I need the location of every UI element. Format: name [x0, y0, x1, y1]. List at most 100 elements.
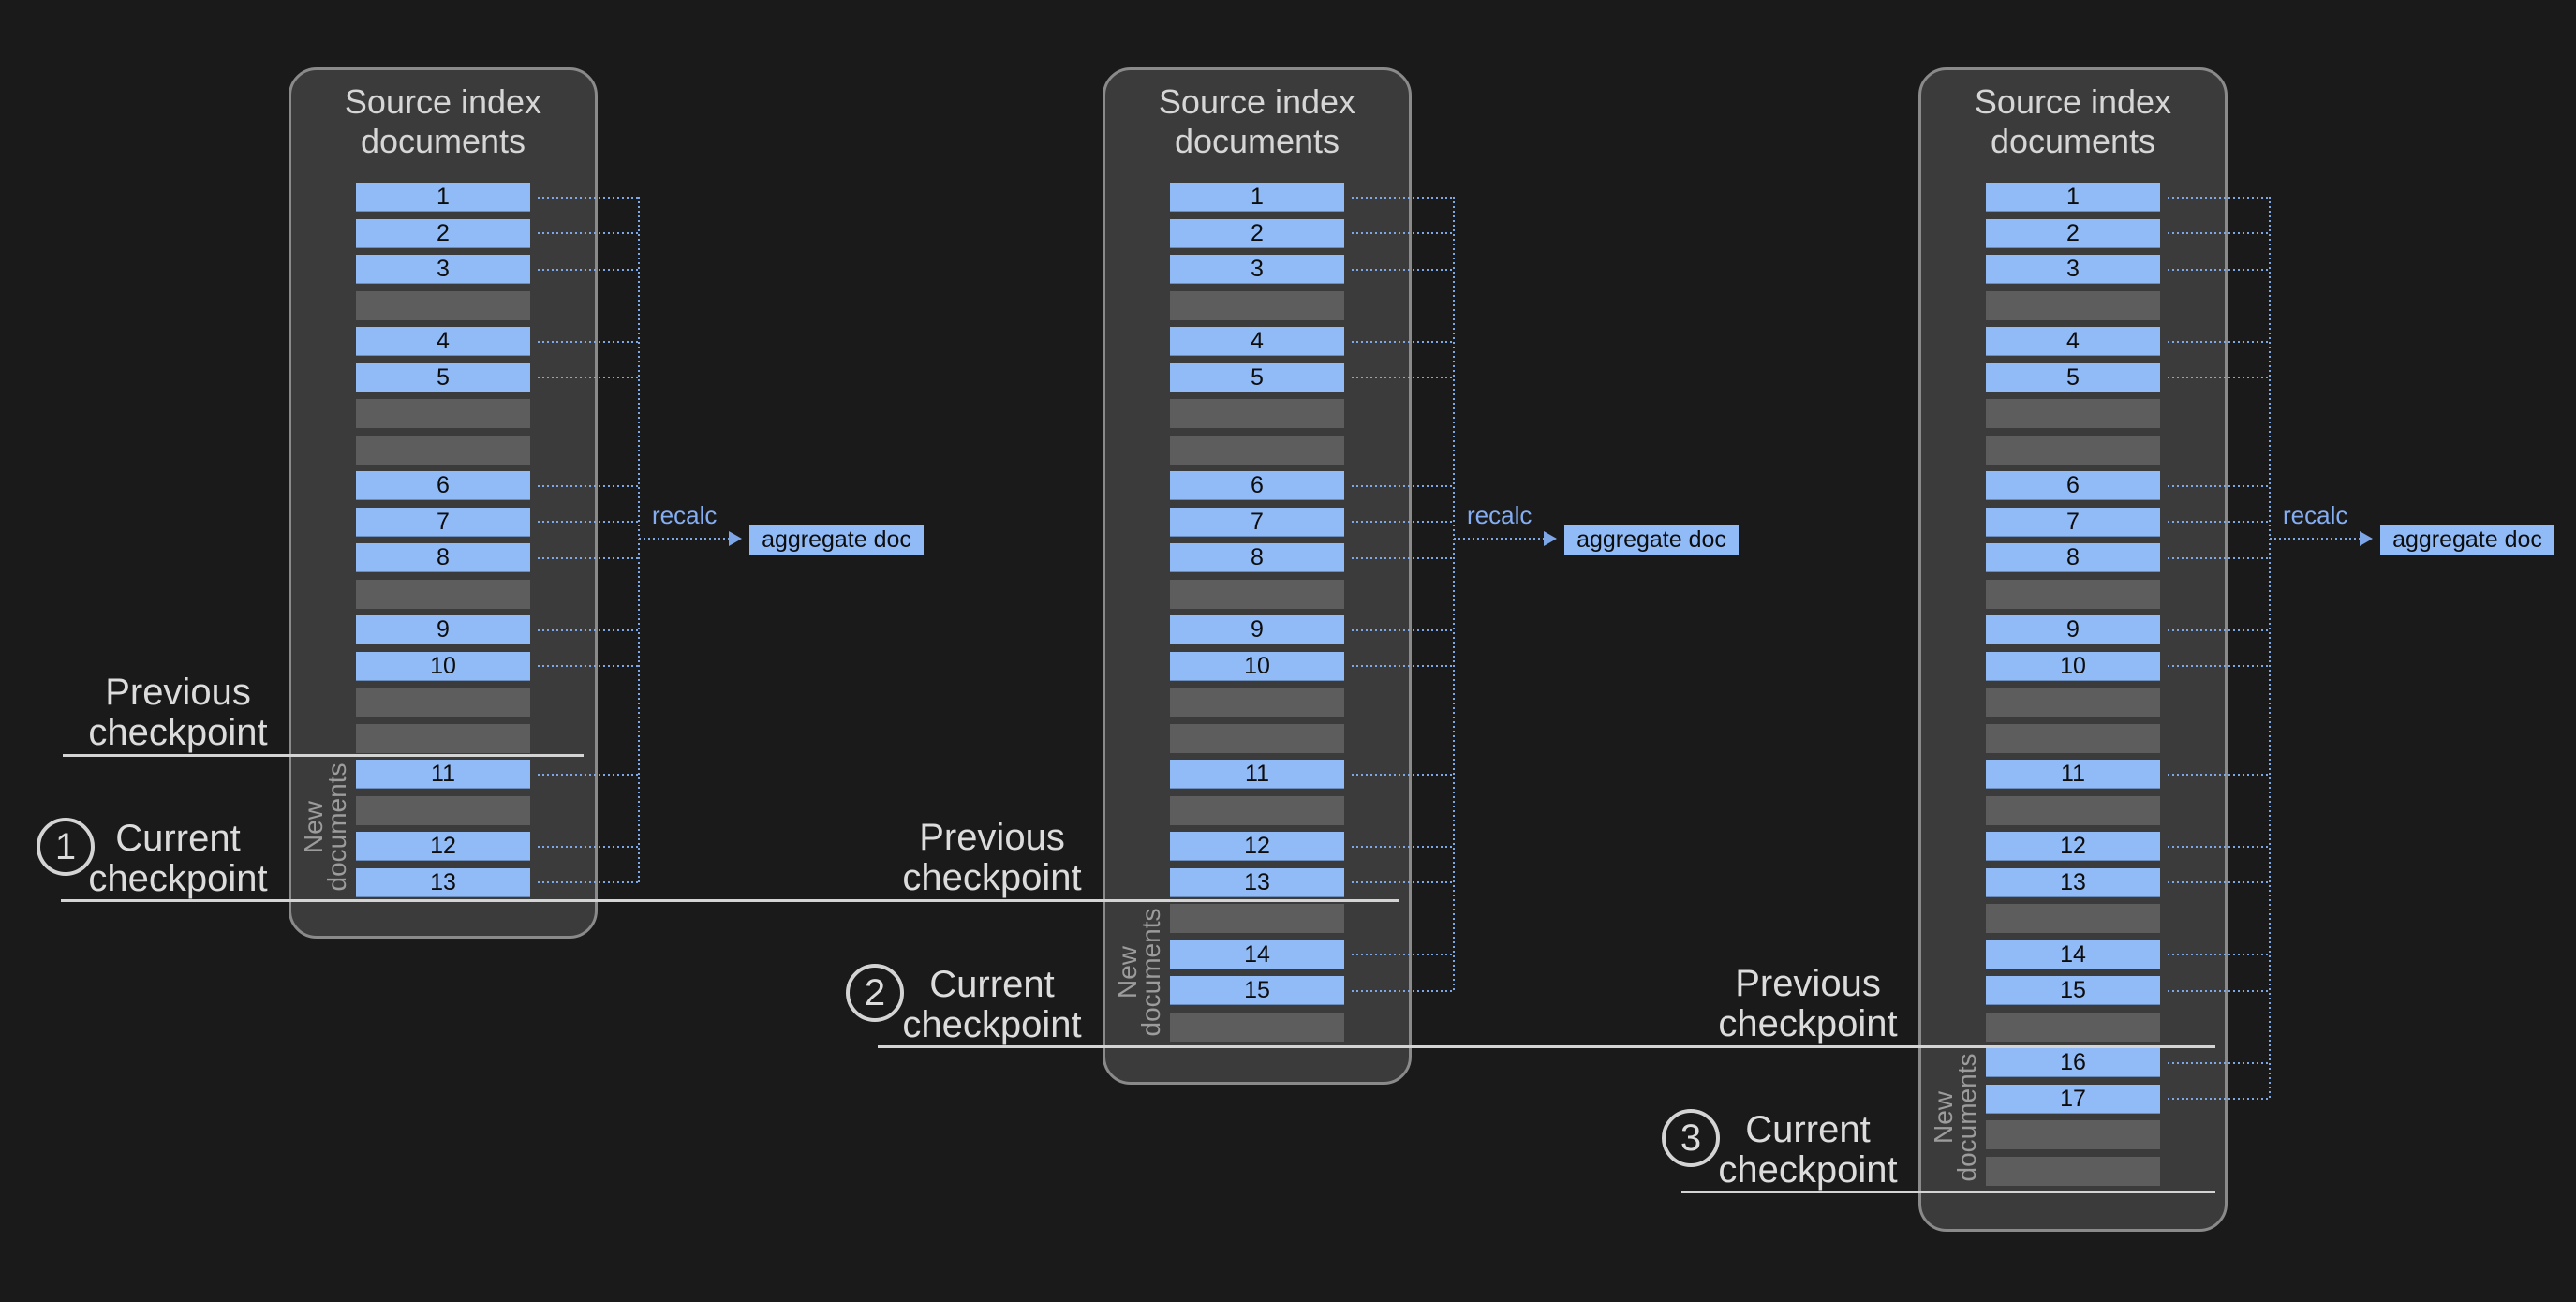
empty-row	[356, 688, 530, 717]
connector-bus-line	[638, 197, 640, 884]
empty-row	[1170, 579, 1344, 609]
step-number-badge-3: 3	[1662, 1109, 1720, 1167]
doc-row: 13	[1170, 867, 1344, 897]
doc-connector-line	[538, 521, 639, 523]
empty-row	[1170, 795, 1344, 825]
doc-connector-line	[2168, 269, 2270, 271]
recalc-arrow-line	[2270, 538, 2373, 540]
connector-bus-line	[1453, 197, 1455, 992]
doc-connector-line	[538, 269, 639, 271]
recalc-arrow-line	[639, 538, 742, 540]
doc-connector-line	[538, 557, 639, 559]
doc-row: 2	[1986, 218, 2160, 248]
recalc-label: recalc	[2283, 501, 2348, 529]
doc-row: 4	[1170, 327, 1344, 356]
doc-row: 1	[1986, 183, 2160, 212]
doc-connector-line	[538, 341, 639, 343]
doc-connector-line	[2168, 521, 2270, 523]
doc-connector-line	[2168, 990, 2270, 992]
current-checkpoint-label: Current checkpoint	[1718, 1109, 1898, 1191]
doc-connector-line	[1352, 665, 1454, 667]
doc-row: 8	[1170, 543, 1344, 572]
aggregate-doc-box: aggregate doc	[2380, 525, 2554, 555]
doc-row: 14	[1170, 940, 1344, 969]
doc-row: 4	[1986, 327, 2160, 356]
previous-checkpoint-label: Previous checkpoint	[1718, 963, 1898, 1044]
doc-connector-line	[1352, 774, 1454, 776]
aggregate-doc-box: aggregate doc	[1564, 525, 1739, 555]
doc-connector-line	[2168, 485, 2270, 487]
empty-row	[1986, 1120, 2160, 1149]
doc-connector-line	[2168, 881, 2270, 883]
doc-row: 15	[1170, 976, 1344, 1005]
empty-row	[1170, 904, 1344, 933]
new-documents-label: New documents	[1113, 908, 1165, 1037]
doc-connector-line	[1352, 846, 1454, 848]
doc-connector-line	[538, 377, 639, 378]
doc-row: 3	[356, 255, 530, 284]
doc-connector-line	[2168, 954, 2270, 955]
doc-row: 3	[1170, 255, 1344, 284]
checkpoint-line-current-1-previous-2	[61, 899, 1399, 902]
doc-connector-line	[1352, 485, 1454, 487]
current-checkpoint-label: Current checkpoint	[902, 964, 1082, 1045]
doc-connector-line	[538, 629, 639, 631]
doc-row: 12	[356, 832, 530, 861]
doc-row: 9	[1986, 615, 2160, 644]
panel-title: Source index documents	[1974, 82, 2172, 160]
doc-row: 12	[1170, 832, 1344, 861]
doc-row: 14	[1986, 940, 2160, 969]
doc-connector-line	[2168, 629, 2270, 631]
doc-row: 6	[356, 471, 530, 500]
doc-row: 6	[1170, 471, 1344, 500]
doc-row: 4	[356, 327, 530, 356]
previous-checkpoint-label: Previous checkpoint	[88, 672, 268, 753]
recalc-label: recalc	[1467, 501, 1532, 529]
checkpoint-line-current-3	[1681, 1191, 2215, 1193]
empty-row	[1986, 904, 2160, 933]
doc-row: 12	[1986, 832, 2160, 861]
empty-row	[1986, 795, 2160, 825]
empty-row	[1986, 399, 2160, 428]
doc-row: 6	[1986, 471, 2160, 500]
doc-connector-line	[2168, 197, 2270, 199]
doc-row: 11	[1986, 760, 2160, 789]
doc-connector-line	[538, 881, 639, 883]
aggregate-doc-box: aggregate doc	[749, 525, 924, 555]
new-documents-label: New documents	[1929, 1053, 1981, 1182]
doc-row: 11	[1170, 760, 1344, 789]
empty-row	[356, 290, 530, 320]
doc-connector-line	[538, 846, 639, 848]
doc-connector-line	[1352, 521, 1454, 523]
doc-row: 10	[356, 651, 530, 681]
doc-row: 8	[356, 543, 530, 572]
doc-connector-line	[538, 197, 639, 199]
doc-connector-line	[1352, 881, 1454, 883]
doc-row: 10	[1986, 651, 2160, 681]
empty-row	[1170, 688, 1344, 717]
doc-row: 8	[1986, 543, 2160, 572]
empty-row	[356, 579, 530, 609]
doc-connector-line	[2168, 1098, 2270, 1100]
doc-connector-line	[1352, 377, 1454, 378]
doc-row: 5	[1986, 362, 2160, 392]
empty-row	[356, 795, 530, 825]
empty-row	[1170, 399, 1344, 428]
doc-row: 9	[1170, 615, 1344, 644]
doc-connector-line	[1352, 990, 1454, 992]
doc-connector-line	[1352, 341, 1454, 343]
doc-connector-line	[538, 774, 639, 776]
doc-connector-line	[2168, 377, 2270, 378]
checkpoint-line-previous-1	[63, 754, 584, 757]
empty-row	[1986, 723, 2160, 753]
empty-row	[356, 399, 530, 428]
recalc-arrow-line	[1454, 538, 1557, 540]
doc-row: 10	[1170, 651, 1344, 681]
doc-connector-line	[538, 232, 639, 234]
doc-row: 17	[1986, 1084, 2160, 1114]
step-number-badge-1: 1	[37, 818, 95, 876]
doc-row: 7	[356, 507, 530, 537]
empty-row	[1170, 723, 1344, 753]
doc-row: 16	[1986, 1048, 2160, 1077]
